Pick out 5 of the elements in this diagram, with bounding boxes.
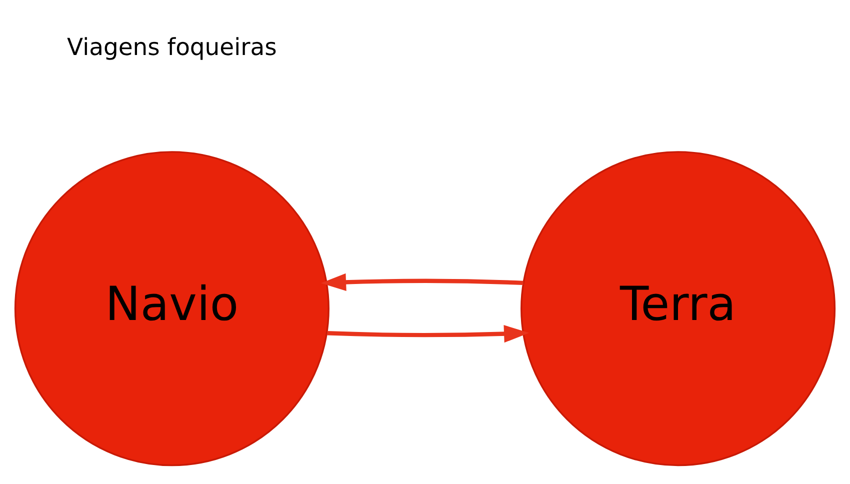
arrow [320,273,524,292]
label: Viagens foqueiras [67,33,277,62]
node-circle: Terra [520,151,836,466]
arrow [327,325,530,343]
node-circle: Navio [14,151,330,466]
